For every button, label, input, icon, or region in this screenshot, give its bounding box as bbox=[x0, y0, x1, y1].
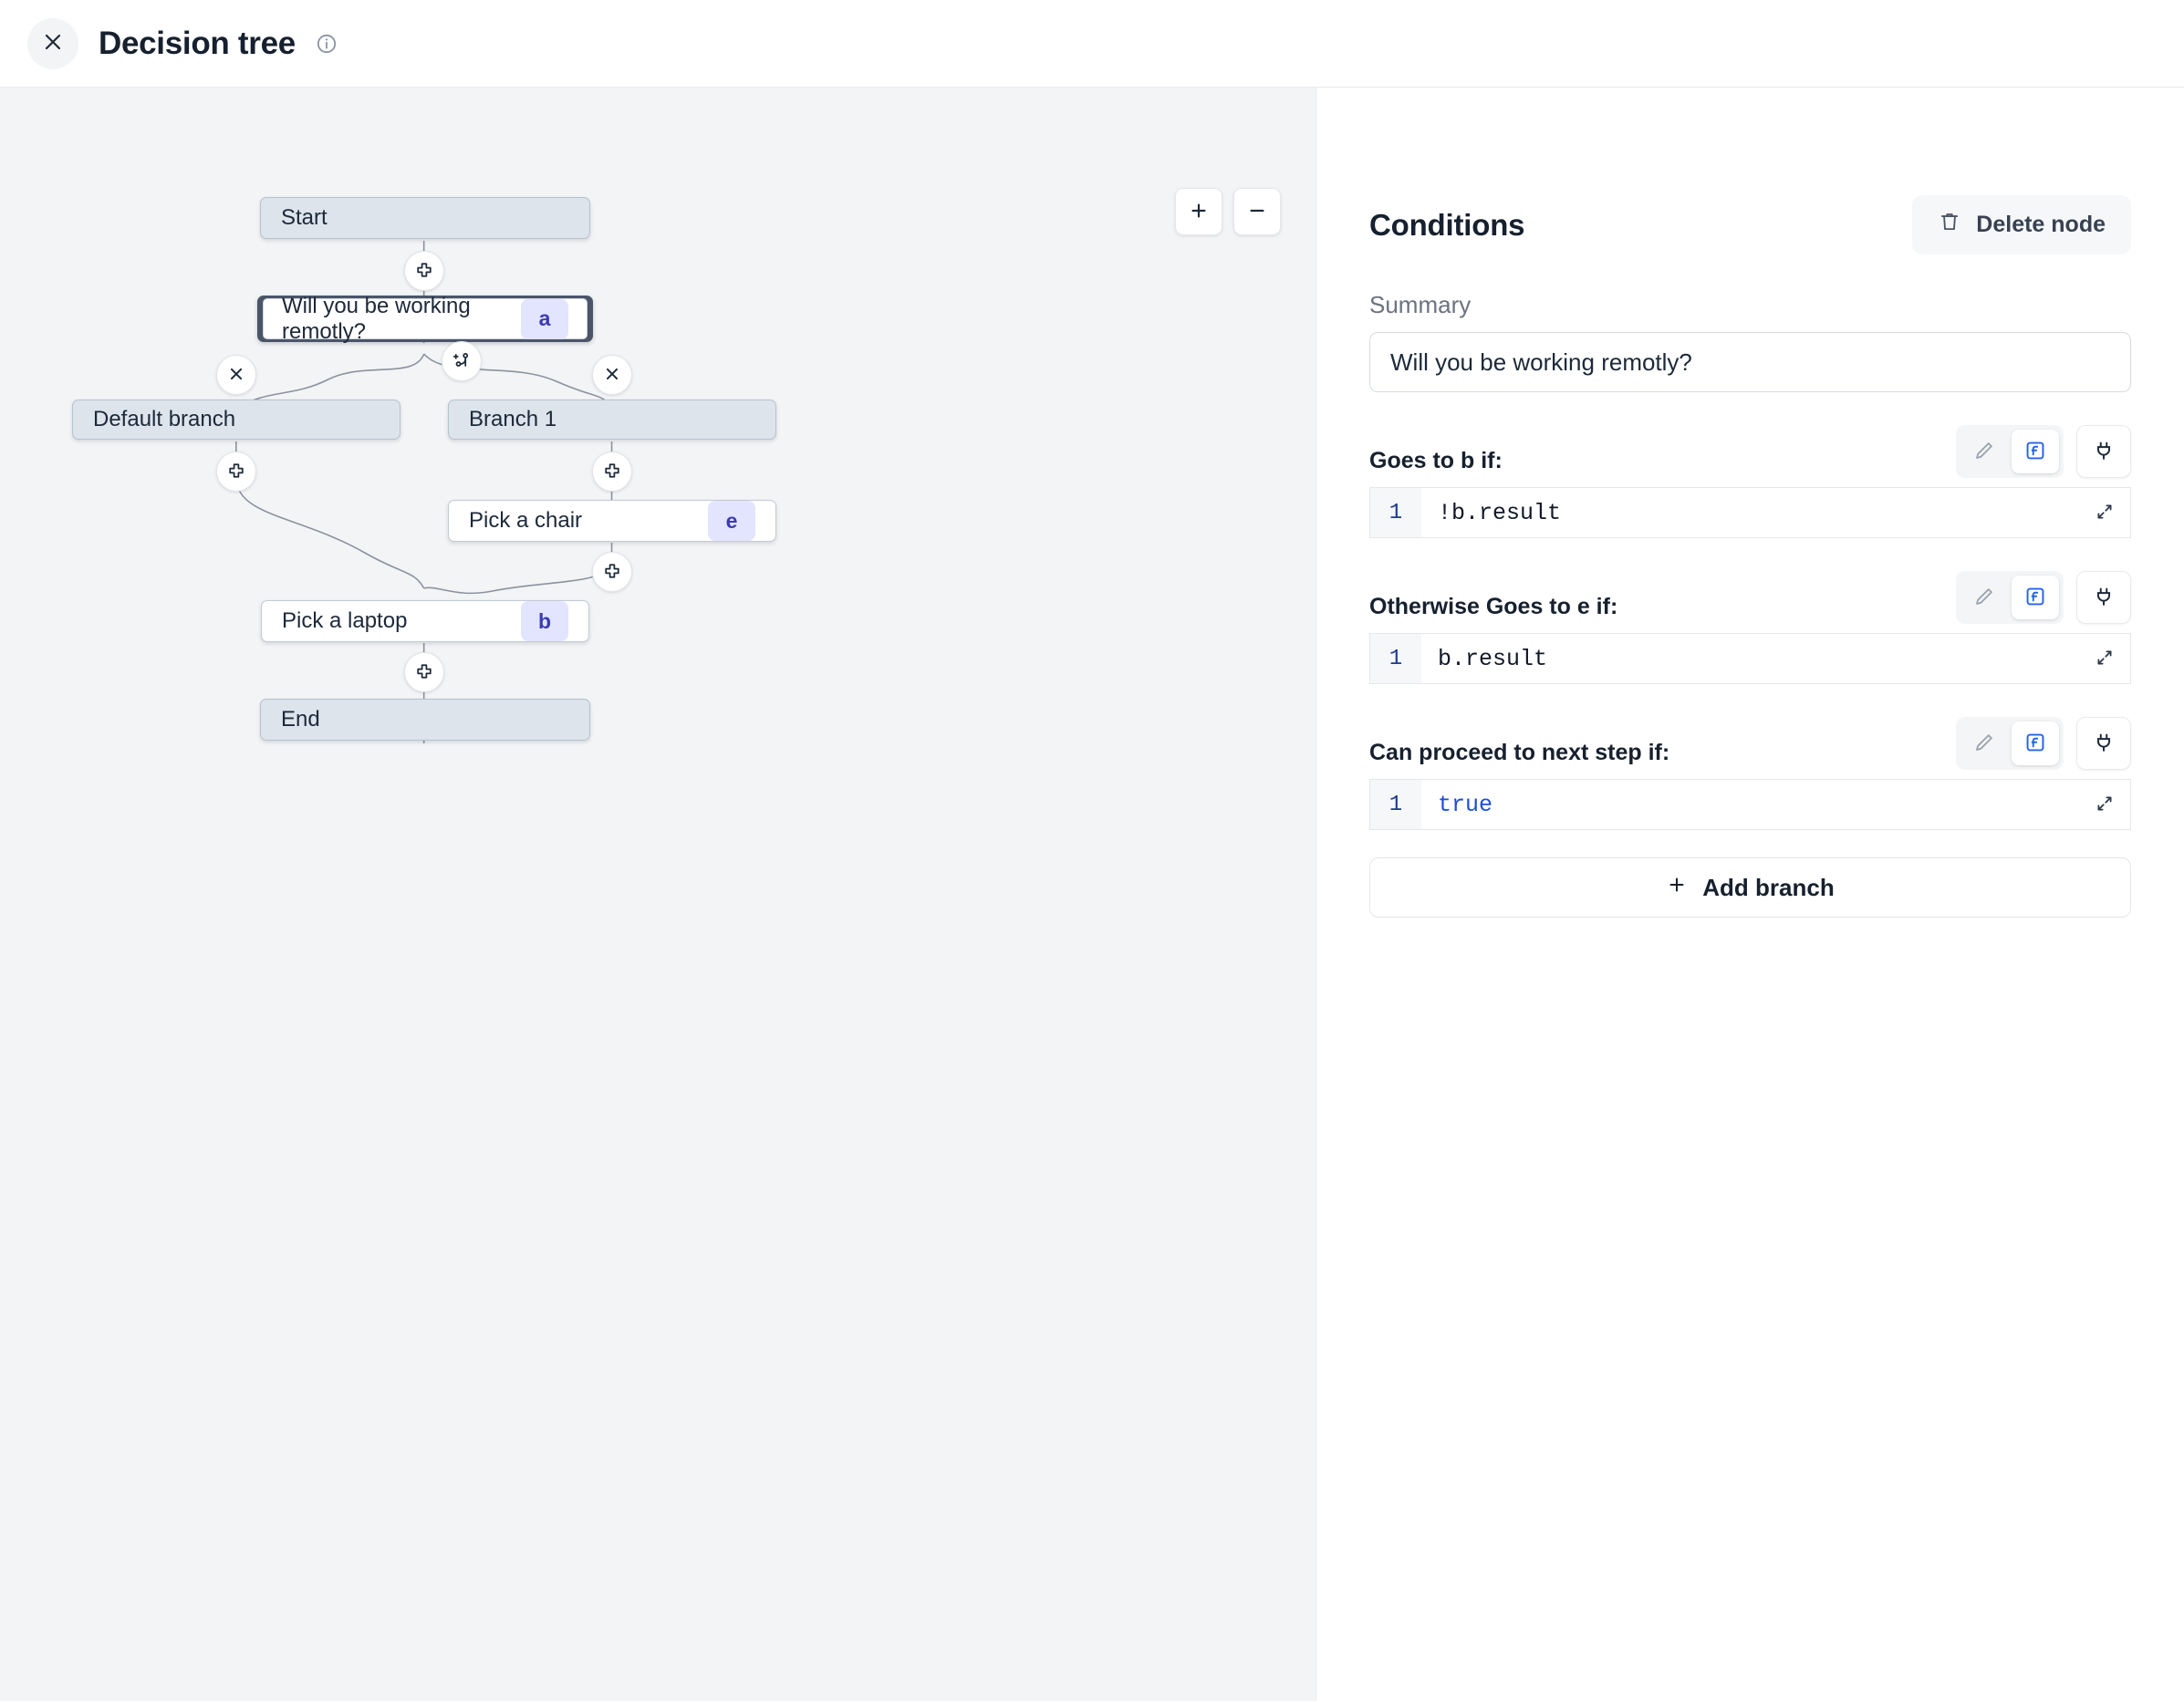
function-icon bbox=[2023, 439, 2047, 465]
zoom-out-button[interactable] bbox=[1233, 188, 1281, 235]
condition-code-editor[interactable]: 1 !b.result bbox=[1369, 487, 2131, 538]
edge-lines bbox=[235, 241, 613, 743]
add-step-handle-start-to-a[interactable] bbox=[404, 251, 444, 291]
expand-icon bbox=[2095, 648, 2115, 670]
connect-plug-button[interactable] bbox=[2076, 425, 2131, 478]
close-icon bbox=[602, 364, 622, 387]
add-step-handle-default[interactable] bbox=[216, 451, 256, 492]
plus-icon bbox=[1189, 201, 1209, 223]
close-icon bbox=[226, 364, 246, 387]
flow-node-label: Pick a chair bbox=[469, 508, 583, 533]
connect-plug-button[interactable] bbox=[2076, 571, 2131, 624]
plus-square-icon bbox=[226, 461, 246, 483]
condition-block-can-proceed: Can proceed to next step if: bbox=[1369, 717, 2131, 830]
flow-node-end[interactable]: End bbox=[260, 699, 590, 741]
close-icon bbox=[42, 31, 64, 56]
plus-icon bbox=[1666, 874, 1688, 902]
flow-node-start[interactable]: Start bbox=[260, 197, 590, 239]
add-branch-label: Add branch bbox=[1702, 873, 1835, 901]
delete-node-button[interactable]: Delete node bbox=[1912, 195, 2131, 254]
condition-toolbar bbox=[1956, 717, 2131, 770]
flow-node-badge: e bbox=[708, 501, 755, 541]
main-area: Start Will you be working remotly? a Def… bbox=[0, 88, 2184, 1701]
condition-toolbar bbox=[1956, 571, 2131, 624]
expand-editor-button[interactable] bbox=[2085, 493, 2125, 533]
add-branch-handle-a[interactable] bbox=[442, 341, 482, 381]
function-icon bbox=[2023, 731, 2047, 757]
flow-node-label: Start bbox=[281, 205, 328, 230]
expand-icon bbox=[2095, 502, 2115, 524]
top-bar: Decision tree bbox=[0, 0, 2184, 88]
flow-node-label: End bbox=[281, 707, 320, 732]
function-mode-button[interactable] bbox=[2012, 576, 2059, 619]
summary-label: Summary bbox=[1369, 291, 1472, 318]
add-step-handle-branch1[interactable] bbox=[592, 451, 632, 492]
panel-header: Conditions Delete node bbox=[1369, 195, 2131, 254]
pencil-mode-button[interactable] bbox=[1960, 576, 2008, 619]
condition-label: Otherwise Goes to e if: bbox=[1369, 594, 1618, 619]
add-step-handle-chair[interactable] bbox=[592, 552, 632, 592]
code-content[interactable]: true bbox=[1438, 791, 1493, 818]
zoom-controls bbox=[1175, 188, 1281, 235]
flow-node-label: Branch 1 bbox=[469, 407, 557, 431]
condition-label: Can proceed to next step if: bbox=[1369, 740, 1670, 765]
condition-block-otherwise-goes-to-e: Otherwise Goes to e if: bbox=[1369, 571, 2131, 684]
pencil-mode-button[interactable] bbox=[1960, 430, 2008, 473]
close-button[interactable] bbox=[27, 17, 78, 69]
panel-title: Conditions bbox=[1369, 207, 1525, 242]
expand-editor-button[interactable] bbox=[2085, 638, 2125, 679]
minus-icon bbox=[1247, 201, 1267, 223]
function-icon bbox=[2023, 585, 2047, 611]
flow-node-badge: a bbox=[521, 298, 568, 339]
pencil-mode-button[interactable] bbox=[1960, 721, 2008, 765]
flow-node-branch-1[interactable]: Branch 1 bbox=[448, 400, 776, 440]
expand-icon bbox=[2095, 794, 2115, 816]
plug-icon bbox=[2092, 731, 2116, 757]
condition-toolbar bbox=[1956, 425, 2131, 478]
flow-node-badge: b bbox=[521, 601, 568, 641]
zoom-in-button[interactable] bbox=[1175, 188, 1222, 235]
delete-node-label: Delete node bbox=[1976, 212, 2106, 237]
condition-label: Goes to b if: bbox=[1369, 448, 1503, 473]
plus-square-icon bbox=[602, 461, 622, 483]
function-mode-button[interactable] bbox=[2012, 721, 2059, 765]
summary-input[interactable] bbox=[1369, 332, 2131, 392]
flow-canvas[interactable]: Start Will you be working remotly? a Def… bbox=[0, 88, 1316, 1701]
plus-square-icon bbox=[602, 561, 622, 584]
flow-node-label: Will you be working remotly? bbox=[282, 293, 471, 344]
condition-code-editor[interactable]: 1 b.result bbox=[1369, 633, 2131, 684]
line-number: 1 bbox=[1370, 488, 1421, 537]
remove-branch-handle-default[interactable] bbox=[216, 355, 256, 395]
remove-branch-handle-branch1[interactable] bbox=[592, 355, 632, 395]
connect-plug-button[interactable] bbox=[2076, 717, 2131, 770]
flow-node-label: Default branch bbox=[93, 407, 236, 431]
code-content[interactable]: b.result bbox=[1438, 645, 1548, 672]
plus-square-icon bbox=[414, 260, 434, 283]
branch-plus-icon bbox=[452, 350, 472, 373]
flow-node-label: Pick a laptop bbox=[282, 608, 408, 633]
pencil-icon bbox=[1972, 585, 1996, 611]
add-step-handle-laptop[interactable] bbox=[404, 652, 444, 692]
plug-icon bbox=[2092, 585, 2116, 611]
expand-editor-button[interactable] bbox=[2085, 784, 2125, 825]
plus-square-icon bbox=[414, 661, 434, 684]
condition-block-goes-to-b: Goes to b if: bbox=[1369, 425, 2131, 538]
add-branch-button[interactable]: Add branch bbox=[1369, 857, 2131, 918]
trash-icon bbox=[1938, 210, 1961, 240]
flow-node-condition-a[interactable]: Will you be working remotly? a bbox=[257, 293, 593, 344]
flow-node-default-branch[interactable]: Default branch bbox=[72, 400, 400, 440]
code-content[interactable]: !b.result bbox=[1438, 499, 1562, 526]
pencil-icon bbox=[1972, 439, 1996, 465]
flow-node-pick-a-laptop[interactable]: Pick a laptop b bbox=[261, 600, 589, 642]
plug-icon bbox=[2092, 439, 2116, 465]
info-icon[interactable] bbox=[316, 33, 338, 55]
line-number: 1 bbox=[1370, 780, 1421, 829]
flow-node-pick-a-chair[interactable]: Pick a chair e bbox=[448, 500, 776, 542]
page-title: Decision tree bbox=[99, 25, 296, 61]
function-mode-button[interactable] bbox=[2012, 430, 2059, 473]
pencil-icon bbox=[1972, 731, 1996, 757]
line-number: 1 bbox=[1370, 634, 1421, 683]
conditions-panel: Conditions Delete node Summary Goes to b… bbox=[1316, 88, 2184, 1701]
condition-code-editor[interactable]: 1 true bbox=[1369, 779, 2131, 830]
